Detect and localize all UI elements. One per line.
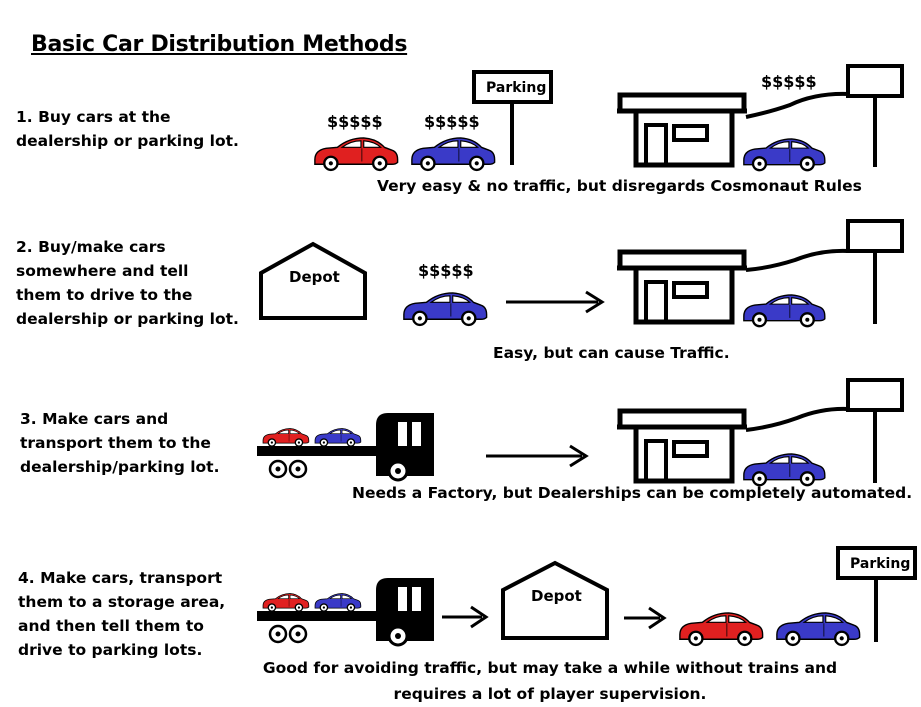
step-2-text: 2. Buy/make cars somewhere and tell them… <box>16 235 239 331</box>
truck <box>255 411 436 482</box>
dealership-building <box>617 411 747 481</box>
step-2-line-2: somewhere and tell <box>16 262 189 280</box>
truck <box>255 576 436 647</box>
arrow-right <box>506 290 605 314</box>
step-2-line-1: 2. Buy/make cars <box>16 238 166 256</box>
step-2-line-3: them to drive to the <box>16 286 193 304</box>
red-car <box>262 427 310 447</box>
step-4-caption-line-1: Good for avoiding traffic, but may take … <box>262 659 838 677</box>
blue-car <box>314 427 362 447</box>
step-1-text: 1. Buy cars at the dealership or parking… <box>16 105 239 153</box>
step-4-caption: Good for avoiding traffic, but may take … <box>258 655 842 707</box>
blue-car <box>410 136 496 172</box>
depot-building: Depot <box>259 241 367 320</box>
connector-wire <box>745 91 849 119</box>
arrow-right <box>442 605 489 629</box>
dealership-sign <box>846 219 904 324</box>
depot-building: Depot <box>501 560 609 640</box>
parking-sign: Parking <box>472 70 553 165</box>
blue-car <box>402 291 488 327</box>
parking-sign-label: Parking <box>850 556 910 572</box>
step-3-text: 3. Make cars and transport them to the d… <box>20 407 219 479</box>
red-car <box>678 611 764 647</box>
step-1-line-2: dealership or parking lot. <box>16 132 239 150</box>
step-2-line-4: dealership or parking lot. <box>16 310 239 328</box>
price-label-4: $$$$$ <box>418 261 474 280</box>
dealership-building <box>617 95 747 165</box>
blue-car <box>775 611 861 647</box>
parking-sign-label: Parking <box>486 80 546 96</box>
arrow-right <box>624 606 667 630</box>
price-label-3: $$$$$ <box>761 72 817 91</box>
blue-car <box>742 452 826 487</box>
step-1-caption: Very easy & no traffic, but disregards C… <box>377 177 862 195</box>
price-label-1: $$$$$ <box>327 112 383 131</box>
step-1-line-1: 1. Buy cars at the <box>16 108 171 126</box>
depot-label: Depot <box>531 587 582 605</box>
step-4-line-3: and then tell them to <box>18 617 204 635</box>
depot-label: Depot <box>289 268 340 286</box>
red-car <box>313 136 399 172</box>
price-label-2: $$$$$ <box>424 112 480 131</box>
dealership-sign <box>846 64 904 167</box>
parking-sign: Parking <box>836 546 917 642</box>
step-4-text: 4. Make cars, transport them to a storag… <box>18 566 225 662</box>
step-2-caption: Easy, but can cause Traffic. <box>493 344 730 362</box>
step-4-line-4: drive to parking lots. <box>18 641 203 659</box>
step-3-line-1: 3. Make cars and <box>20 410 169 428</box>
blue-car <box>742 293 826 328</box>
dealership-building <box>617 252 747 322</box>
dealership-sign <box>846 378 904 483</box>
step-4-caption-line-2: requires a lot of player supervision. <box>393 685 707 703</box>
arrow-right <box>486 444 589 468</box>
step-4-line-1: 4. Make cars, transport <box>18 569 223 587</box>
step-3-caption: Needs a Factory, but Dealerships can be … <box>352 484 913 502</box>
connector-wire <box>745 406 849 432</box>
blue-car <box>314 592 362 612</box>
red-car <box>262 592 310 612</box>
connector-wire <box>745 248 849 272</box>
step-4-line-2: them to a storage area, <box>18 593 226 611</box>
step-3-line-2: transport them to the <box>20 434 211 452</box>
blue-car <box>742 137 826 172</box>
page-title: Basic Car Distribution Methods <box>31 32 408 57</box>
step-3-line-3: dealership/parking lot. <box>20 458 220 476</box>
